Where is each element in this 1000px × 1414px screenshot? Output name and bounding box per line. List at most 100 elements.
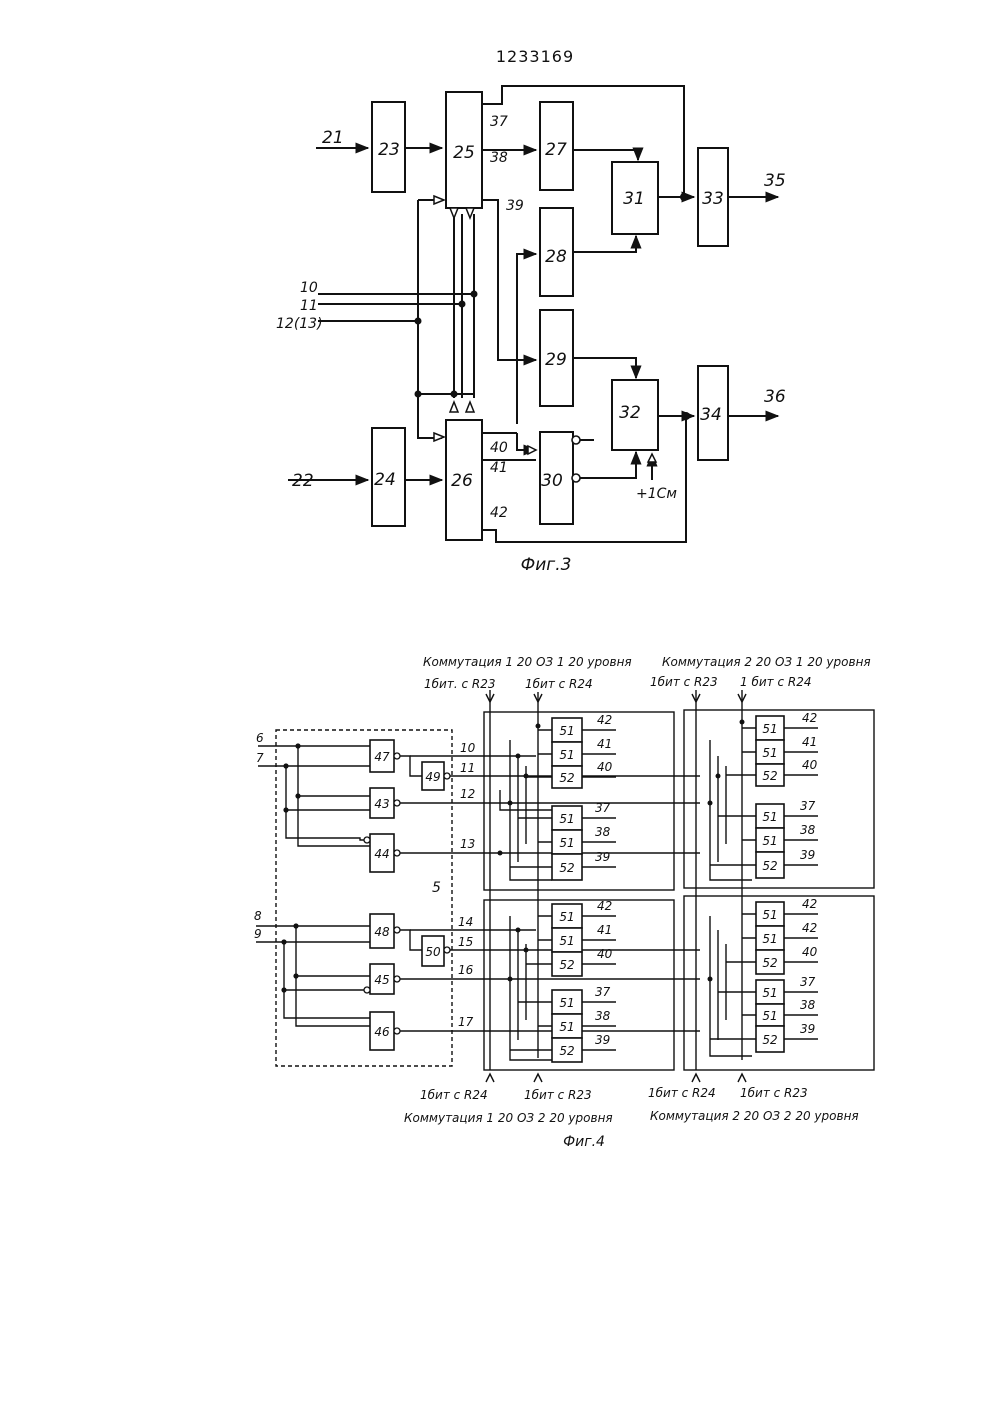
cell-51: 51 [762, 986, 777, 1000]
out-label: 41 [802, 735, 817, 749]
block-32-label: 32 [619, 403, 641, 423]
gate-46-label: 46 [374, 1025, 390, 1039]
cell-52: 52 [559, 771, 574, 785]
pin-39-label: 39 [506, 198, 524, 214]
out-label: 42 [802, 921, 817, 935]
gate-45-label: 45 [374, 973, 389, 987]
input-7-label: 7 [256, 751, 264, 765]
input-10-label: 10 [300, 280, 318, 296]
output-35-label: 35 [764, 171, 786, 191]
input-6-label: 6 [256, 731, 264, 745]
line-14-label: 14 [458, 915, 473, 929]
pin-40-label: 40 [490, 440, 508, 456]
title-top-left: Коммутация 1 20 ОЗ 1 20 уровня [423, 655, 632, 669]
out-label: 40 [597, 947, 613, 961]
cell-51: 51 [559, 812, 574, 826]
cell-51: 51 [762, 1009, 777, 1023]
title-bottom-left: Коммутация 1 20 ОЗ 2 20 уровня [404, 1111, 613, 1125]
cell-51: 51 [559, 996, 574, 1010]
line-13-label: 13 [460, 837, 475, 851]
label-bl-r24: 1бит с R24 [420, 1088, 488, 1102]
clock-label: +1См [636, 486, 677, 502]
label-br-r24: 1бит с R24 [648, 1086, 716, 1100]
out-label: 40 [802, 945, 818, 959]
pin-42-label: 42 [490, 505, 508, 521]
out-label: 41 [597, 737, 612, 751]
cell-51: 51 [762, 908, 777, 922]
gate-48-label: 48 [374, 925, 390, 939]
figure-4: Коммутация 1 20 ОЗ 1 20 уровня Коммутаци… [254, 655, 874, 1150]
figure-3: 23 25 27 28 29 30 31 32 33 34 24 26 21 2… [276, 86, 786, 575]
out-label: 38 [800, 998, 816, 1012]
cell-51: 51 [762, 932, 777, 946]
title-top-right: Коммутация 2 20 ОЗ 1 20 уровня [662, 655, 871, 669]
title-bottom-right: Коммутация 2 20 ОЗ 2 20 уровня [650, 1109, 859, 1123]
block-23-label: 23 [378, 140, 400, 160]
block-30-label: 30 [541, 471, 563, 491]
out-label: 41 [597, 923, 612, 937]
block-34-label: 34 [700, 405, 722, 425]
label-tr-r23: 1бит с R23 [650, 675, 718, 689]
gate-50-label: 50 [425, 945, 441, 959]
cell-51: 51 [762, 810, 777, 824]
cell-52: 52 [762, 859, 777, 873]
out-label: 42 [597, 899, 612, 913]
block-33-label: 33 [702, 189, 724, 209]
cell-52: 52 [762, 769, 777, 783]
out-label: 42 [802, 897, 817, 911]
block-28-label: 28 [545, 247, 567, 267]
cell-52: 52 [559, 958, 574, 972]
out-label: 40 [802, 758, 818, 772]
out-label: 37 [595, 801, 611, 815]
block-25-label: 25 [453, 143, 475, 163]
figure-3-caption: Фиг.3 [521, 555, 572, 575]
gate-47-label: 47 [374, 750, 390, 764]
out-label: 38 [800, 823, 816, 837]
label-tl-r23: 1бит. с R23 [424, 677, 495, 691]
gate-43-label: 43 [374, 797, 389, 811]
input-9-label: 9 [254, 927, 262, 941]
out-label: 39 [595, 1033, 610, 1047]
pin-38-label: 38 [490, 150, 508, 166]
out-label: 39 [800, 1022, 815, 1036]
output-36-label: 36 [764, 387, 786, 407]
cell-51: 51 [559, 724, 574, 738]
pin-41-label: 41 [490, 460, 508, 476]
line-11-label: 11 [460, 761, 475, 775]
line-12-label: 12 [460, 787, 475, 801]
cell-51: 51 [762, 722, 777, 736]
out-label: 42 [597, 713, 612, 727]
block-24-label: 24 [374, 470, 396, 490]
out-label: 37 [800, 799, 816, 813]
cell-51: 51 [559, 1020, 574, 1034]
cell-51: 51 [762, 746, 777, 760]
cell-51: 51 [762, 834, 777, 848]
cell-52: 52 [559, 861, 574, 875]
out-label: 42 [802, 711, 817, 725]
pin-37-label: 37 [490, 114, 508, 130]
out-label: 37 [800, 975, 816, 989]
block-26-label: 26 [451, 471, 473, 491]
line-16-label: 16 [458, 963, 474, 977]
block-27-label: 27 [545, 140, 567, 160]
figure-4-caption: Фиг.4 [563, 1134, 605, 1150]
cell-51: 51 [559, 910, 574, 924]
line-15-label: 15 [458, 935, 473, 949]
input-8-label: 8 [254, 909, 262, 923]
block-5-label: 5 [432, 880, 441, 896]
gate-49-label: 49 [425, 770, 440, 784]
label-bl-r23: 1бит с R23 [524, 1088, 592, 1102]
cell-52: 52 [762, 1033, 777, 1047]
out-label: 37 [595, 985, 611, 999]
cell-52: 52 [559, 1044, 574, 1058]
cell-51: 51 [559, 934, 574, 948]
out-label: 40 [597, 760, 613, 774]
block-29-label: 29 [545, 350, 567, 370]
label-tl-r24: 1бит с R24 [525, 677, 593, 691]
out-label: 39 [800, 848, 815, 862]
label-br-r23: 1бит с R23 [740, 1086, 808, 1100]
cell-51: 51 [559, 748, 574, 762]
line-10-label: 10 [460, 741, 476, 755]
out-label: 38 [595, 1009, 611, 1023]
label-tr-r24: 1 бит с R24 [740, 675, 811, 689]
